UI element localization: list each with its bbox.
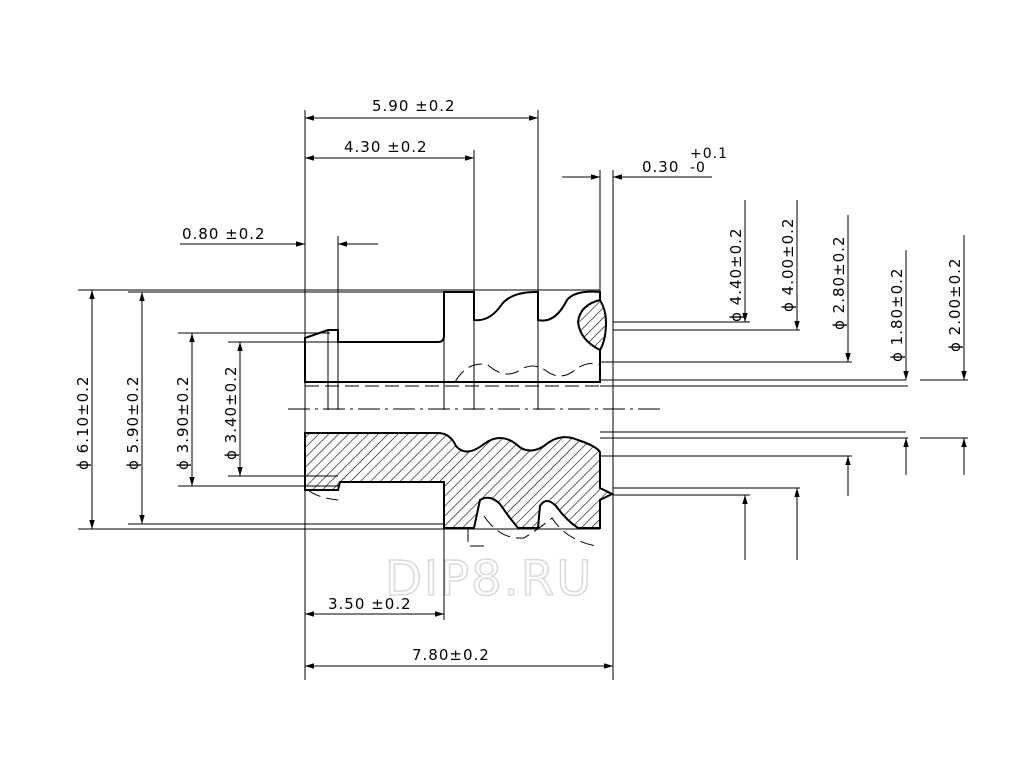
dim-diameter-610: ϕ 6.10±0.2: [74, 290, 95, 529]
dim-diameter-440: ϕ 4.40±0.2: [727, 200, 748, 560]
watermark: DIP8.RU: [385, 551, 593, 607]
seal-lower-section: [304, 432, 615, 529]
svg-text:ϕ 2.00±0.2: ϕ 2.00±0.2: [946, 258, 964, 353]
dim-diameter-200: ϕ 2.00±0.2: [946, 235, 967, 475]
dim-length-080: 0.80 ±0.2: [180, 225, 378, 330]
svg-text:ϕ 4.00±0.2: ϕ 4.00±0.2: [779, 218, 797, 313]
dim-length-430: 4.30 ±0.2: [305, 138, 474, 161]
svg-text:4.30 ±0.2: 4.30 ±0.2: [344, 138, 428, 156]
svg-text:ϕ 5.90±0.2: ϕ 5.90±0.2: [124, 376, 142, 471]
dim-diameter-180: ϕ 1.80±0.2: [888, 250, 909, 475]
svg-text:7.80±0.2: 7.80±0.2: [412, 646, 490, 664]
seal-upper-half: [304, 290, 601, 410]
svg-text:0.80 ±0.2: 0.80 ±0.2: [182, 225, 266, 243]
svg-text:ϕ 4.40±0.2: ϕ 4.40±0.2: [727, 228, 745, 323]
dim-diameter-280: ϕ 2.80±0.2: [830, 215, 851, 496]
dim-diameter-390: ϕ 3.90±0.2: [174, 333, 195, 486]
dim-length-590: 5.90 ±0.2: [305, 97, 538, 121]
svg-text:ϕ 2.80±0.2: ϕ 2.80±0.2: [830, 236, 848, 331]
svg-text:0.30: 0.30: [642, 158, 679, 176]
svg-text:ϕ 3.90±0.2: ϕ 3.90±0.2: [174, 376, 192, 471]
svg-text:-0: -0: [690, 160, 706, 176]
svg-text:ϕ 3.40±0.2: ϕ 3.40±0.2: [222, 366, 240, 461]
svg-text:5.90 ±0.2: 5.90 ±0.2: [372, 97, 456, 115]
svg-text:ϕ 1.80±0.2: ϕ 1.80±0.2: [888, 268, 906, 363]
dim-diameter-340: ϕ 3.40±0.2: [222, 342, 243, 476]
dim-diameter-590: ϕ 5.90±0.2: [124, 292, 145, 524]
upper-lip-section: [576, 298, 608, 352]
svg-text:+0.1: +0.1: [690, 146, 728, 162]
dim-length-780: 7.80±0.2: [305, 646, 613, 669]
dim-diameter-400: ϕ 4.00±0.2: [779, 200, 800, 560]
svg-text:3.50 ±0.2: 3.50 ±0.2: [328, 595, 412, 613]
svg-text:ϕ 6.10±0.2: ϕ 6.10±0.2: [74, 376, 92, 471]
dim-length-030: 0.30 +0.1 -0: [562, 146, 728, 180]
dim-length-350: 3.50 ±0.2: [305, 595, 444, 617]
